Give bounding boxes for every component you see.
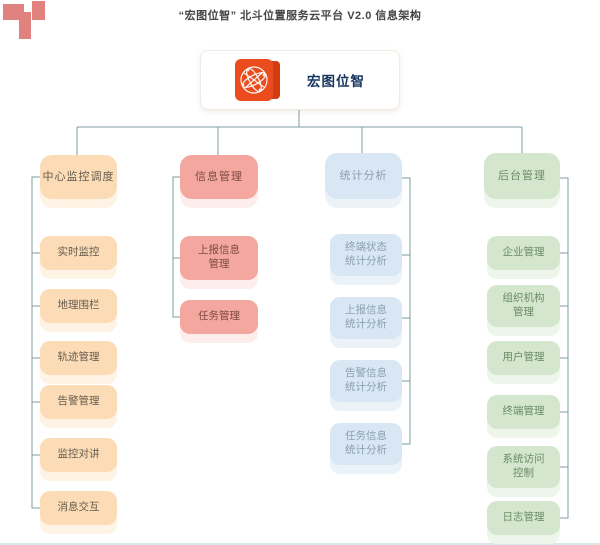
node-enterprise-management: 企业管理: [487, 236, 560, 279]
root-node-label: 宏图位智: [307, 74, 365, 89]
corner-decoration-square: [3, 4, 24, 20]
node-monitoring-intercom: 监控对讲: [40, 438, 117, 481]
bottom-edge-line: [0, 543, 600, 545]
node-statistics-analysis: 统计分析: [325, 153, 402, 208]
node-message-interaction: 消息交互: [40, 491, 117, 534]
node-terminal-management: 终端管理: [487, 395, 560, 438]
node-backend-management: 后台管理: [484, 153, 560, 208]
corner-decoration-square: [32, 1, 45, 20]
node-terminal-status-stats: 终端状态 统计分析: [330, 234, 402, 285]
node-alarm-management: 告警管理: [40, 385, 117, 428]
node-alarm-info-stats: 告警信息 统计分析: [330, 360, 402, 411]
node-report-info-management: 上报信息 管理: [180, 236, 258, 289]
node-geofence: 地理围栏: [40, 289, 117, 332]
globe-logo-icon: [235, 59, 280, 101]
node-task-management: 任务管理: [180, 300, 258, 343]
node-report-info-stats: 上报信息 统计分析: [330, 297, 402, 348]
root-node: 宏图位智: [200, 50, 400, 110]
node-center-monitoring-dispatch: 中心监控调度: [40, 155, 117, 208]
node-info-management: 信息管理: [180, 155, 258, 208]
node-org-structure-management: 组织机构 管理: [487, 285, 560, 336]
corner-decoration-square: [19, 12, 31, 39]
diagram-title: “宏图位智” 北斗位置服务云平台 V2.0 信息架构: [178, 10, 422, 22]
node-task-info-stats: 任务信息 统计分析: [330, 423, 402, 474]
node-log-management: 日志管理: [487, 501, 560, 544]
node-user-management: 用户管理: [487, 341, 560, 384]
node-realtime-monitoring: 实时监控: [40, 236, 117, 279]
node-system-access-control: 系统访问 控制: [487, 446, 560, 497]
node-track-management: 轨迹管理: [40, 341, 117, 384]
